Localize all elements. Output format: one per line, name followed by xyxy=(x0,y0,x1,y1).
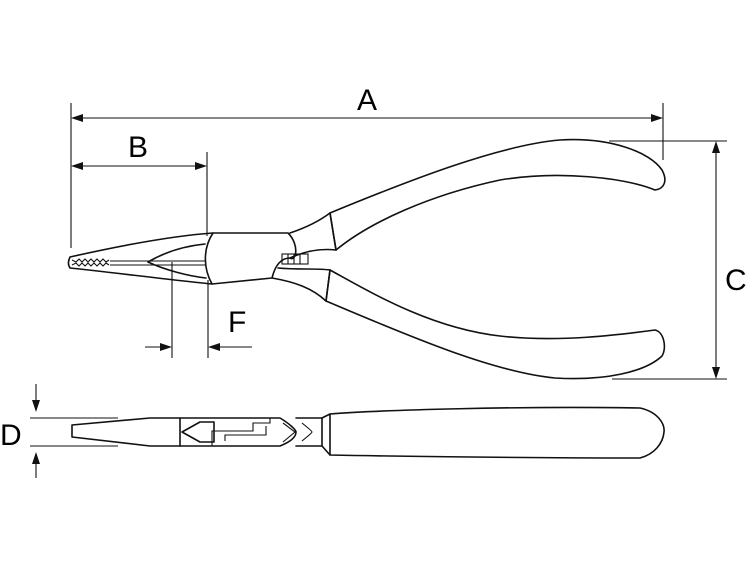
jaw-teeth xyxy=(71,258,205,267)
neck xyxy=(289,212,337,259)
side-jaw xyxy=(71,417,181,447)
dimension-d: D xyxy=(0,384,118,478)
spring xyxy=(281,253,309,265)
dimension-label-a: A xyxy=(357,84,377,117)
side-joint xyxy=(179,417,297,447)
dimension-label-b: B xyxy=(128,131,148,164)
dimension-label-d: D xyxy=(0,419,22,452)
pliers-side-view xyxy=(71,406,665,459)
dimension-b: B xyxy=(71,131,208,236)
side-joint-step xyxy=(211,418,271,446)
dimension-f: F xyxy=(145,262,252,358)
dimension-a: A xyxy=(70,84,664,248)
jaw xyxy=(67,232,214,285)
dimension-c: C xyxy=(609,140,747,380)
side-handle xyxy=(321,406,665,459)
joint-head xyxy=(204,232,297,285)
pliers-top-view xyxy=(67,138,666,380)
dimension-label-f: F xyxy=(228,306,246,339)
lower-handle xyxy=(325,269,666,380)
dimension-label-c: C xyxy=(725,264,747,297)
upper-handle xyxy=(329,138,666,251)
